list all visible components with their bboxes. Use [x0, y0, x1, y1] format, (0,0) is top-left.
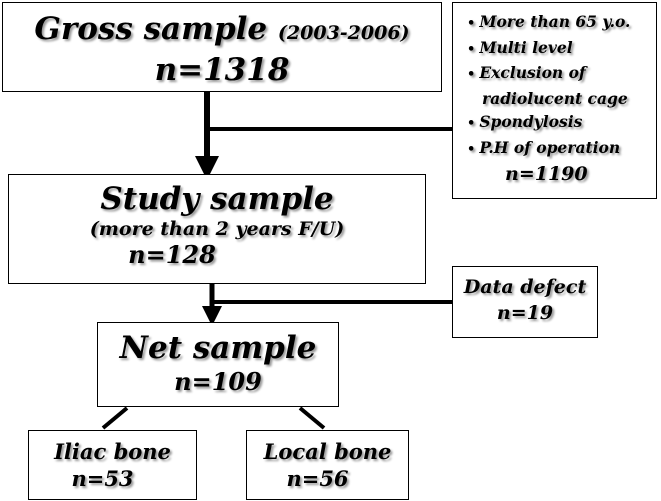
- exclusion-criteria-box: •More than 65 y.o. •Multi level •Exclusi…: [452, 2, 657, 199]
- exclusion-item-text: Exclusion of: [479, 63, 586, 82]
- local-bone-title: Local bone: [263, 439, 392, 464]
- local-bone-box: Local bone n=56: [246, 430, 409, 500]
- exclusion-item: •Spondylosis: [467, 110, 656, 136]
- exclusion-item: •Exclusion of: [467, 61, 656, 87]
- bullet-icon: •: [467, 16, 476, 31]
- exclusion-item: radiolucent cage: [467, 87, 656, 111]
- net-sample-title: Net sample: [119, 330, 317, 366]
- local-bone-n: n=56: [286, 466, 349, 491]
- gross-sample-n: n=1318: [154, 52, 290, 88]
- bullet-icon: •: [467, 67, 476, 82]
- gross-sample-period: (2003-2006): [277, 22, 410, 44]
- data-defect-title: Data defect: [463, 276, 587, 298]
- exclusion-item-text: P.H of operation: [479, 137, 621, 157]
- exclusion-n: n=1190: [505, 163, 588, 185]
- branch-net-to-iliac: [101, 406, 129, 430]
- exclusion-item-text: Spondylosis: [479, 112, 583, 131]
- exclusion-item-text: More than 65 y.o.: [479, 12, 631, 31]
- bullet-icon: •: [467, 141, 476, 157]
- exclusion-item-text: Multi level: [479, 37, 573, 57]
- exclusion-item: •P.H of operation: [467, 136, 656, 162]
- study-sample-box: Study sample (more than 2 years F/U) n=1…: [8, 174, 426, 284]
- data-defect-box: Data defect n=19: [452, 266, 598, 338]
- exclusion-item-text: radiolucent cage: [482, 88, 628, 108]
- exclusion-item: •More than 65 y.o.: [467, 10, 656, 36]
- net-sample-box: Net sample n=109: [97, 322, 339, 407]
- net-sample-n: n=109: [174, 367, 262, 396]
- gross-sample-box: Gross sample (2003-2006) n=1318: [2, 2, 442, 92]
- iliac-bone-title: Iliac bone: [54, 439, 171, 464]
- iliac-bone-box: Iliac bone n=53: [28, 430, 197, 500]
- gross-sample-title: Gross sample: [34, 11, 268, 47]
- study-sample-subtitle: (more than 2 years F/U): [89, 218, 345, 240]
- exclusion-list: •More than 65 y.o. •Multi level •Exclusi…: [453, 3, 656, 161]
- exclusion-item: •Multi level: [467, 36, 656, 62]
- data-defect-n: n=19: [496, 302, 554, 324]
- study-sample-title: Study sample: [100, 181, 334, 217]
- branch-net-to-local: [298, 406, 326, 430]
- gross-sample-title-line: Gross sample (2003-2006): [3, 11, 441, 51]
- bullet-icon: •: [467, 116, 476, 131]
- bullet-icon: •: [467, 41, 476, 57]
- study-sample-n: n=128: [128, 240, 216, 269]
- iliac-bone-n: n=53: [71, 466, 134, 491]
